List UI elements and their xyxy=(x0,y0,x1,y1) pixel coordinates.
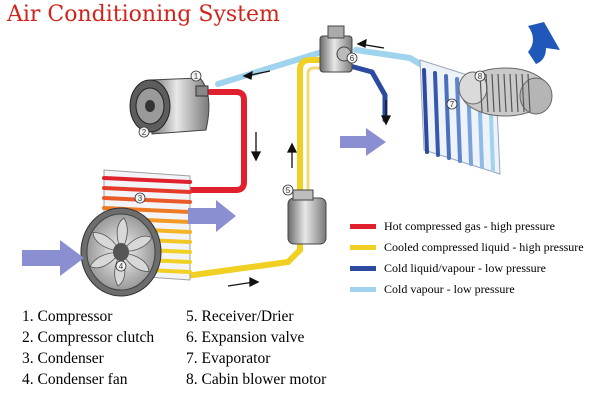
legend-item-hot-gas: Hot compressed gas - high pressure xyxy=(350,216,555,236)
legend-swatch xyxy=(350,223,376,229)
callout-5: 5 xyxy=(282,184,294,196)
svg-text:8: 8 xyxy=(478,72,483,81)
legend-label: Cooled compressed liquid - high pressure xyxy=(384,239,584,254)
component-item: 5. Receiver/Drier xyxy=(186,308,294,325)
component-item: 8. Cabin blower motor xyxy=(186,371,327,388)
callout-1: 1 xyxy=(190,70,202,82)
legend-item-cooled-liquid: Cooled compressed liquid - high pressure xyxy=(350,237,584,257)
page-title: Air Conditioning System xyxy=(7,2,280,27)
receiver-drier xyxy=(287,189,327,245)
condenser-fan xyxy=(80,207,162,297)
liquid-line-to-valve xyxy=(297,57,329,193)
callouts: 1 2 3 4 5 6 7 8 xyxy=(115,52,486,272)
compressor xyxy=(129,77,210,135)
component-item: 2. Compressor clutch xyxy=(22,329,155,346)
expansion-valve xyxy=(319,25,353,73)
components-list-left: 1. Compressor 2. Compressor clutch 3. Co… xyxy=(22,306,154,390)
callout-2: 2 xyxy=(138,126,150,138)
condenser-airflow-in-arrow xyxy=(22,240,84,276)
legend-swatch xyxy=(350,244,376,250)
legend-swatch xyxy=(350,265,376,271)
evaporator-airflow-in-arrow xyxy=(340,128,386,156)
legend-label: Cold vapour - low pressure xyxy=(384,281,515,296)
liquid-line-to-receiver xyxy=(183,229,303,279)
cold-vapour-line xyxy=(215,49,325,87)
component-item: 1. Compressor xyxy=(22,308,113,325)
callout-4: 4 xyxy=(115,260,127,272)
svg-text:5: 5 xyxy=(286,186,291,195)
svg-text:2: 2 xyxy=(142,128,147,137)
evaporator-return-line xyxy=(353,47,433,73)
svg-text:4: 4 xyxy=(119,262,124,271)
component-item: 4. Condenser fan xyxy=(22,371,128,388)
svg-text:1: 1 xyxy=(194,72,199,81)
svg-text:6: 6 xyxy=(350,54,355,63)
callout-8: 8 xyxy=(474,70,486,82)
legend-label: Hot compressed gas - high pressure xyxy=(384,218,555,233)
component-item: 6. Expansion valve xyxy=(186,329,305,346)
hot-gas-line xyxy=(183,89,247,193)
legend-swatch xyxy=(350,286,376,292)
callout-6: 6 xyxy=(346,52,358,64)
legend-item-cold-vapour: Cold vapour - low pressure xyxy=(350,279,515,299)
callout-3: 3 xyxy=(134,192,146,204)
svg-text:3: 3 xyxy=(138,194,143,203)
cabin-airflow-arrow xyxy=(528,22,560,64)
flow-arrows xyxy=(227,38,392,288)
legend-label: Cold liquid/vapour - low pressure xyxy=(384,260,546,275)
legend-item-cold-liquid-vapour: Cold liquid/vapour - low pressure xyxy=(350,258,546,278)
svg-text:7: 7 xyxy=(450,100,455,109)
cold-liquid-line xyxy=(347,63,388,123)
component-item: 7. Evaporator xyxy=(186,350,271,367)
callout-7: 7 xyxy=(446,98,458,110)
cabin-blower-motor xyxy=(458,67,553,117)
component-item: 3. Condenser xyxy=(22,350,104,367)
components-list-right: 5. Receiver/Drier 6. Expansion valve 7. … xyxy=(186,306,326,390)
condenser-airflow-out-arrow xyxy=(188,200,236,232)
